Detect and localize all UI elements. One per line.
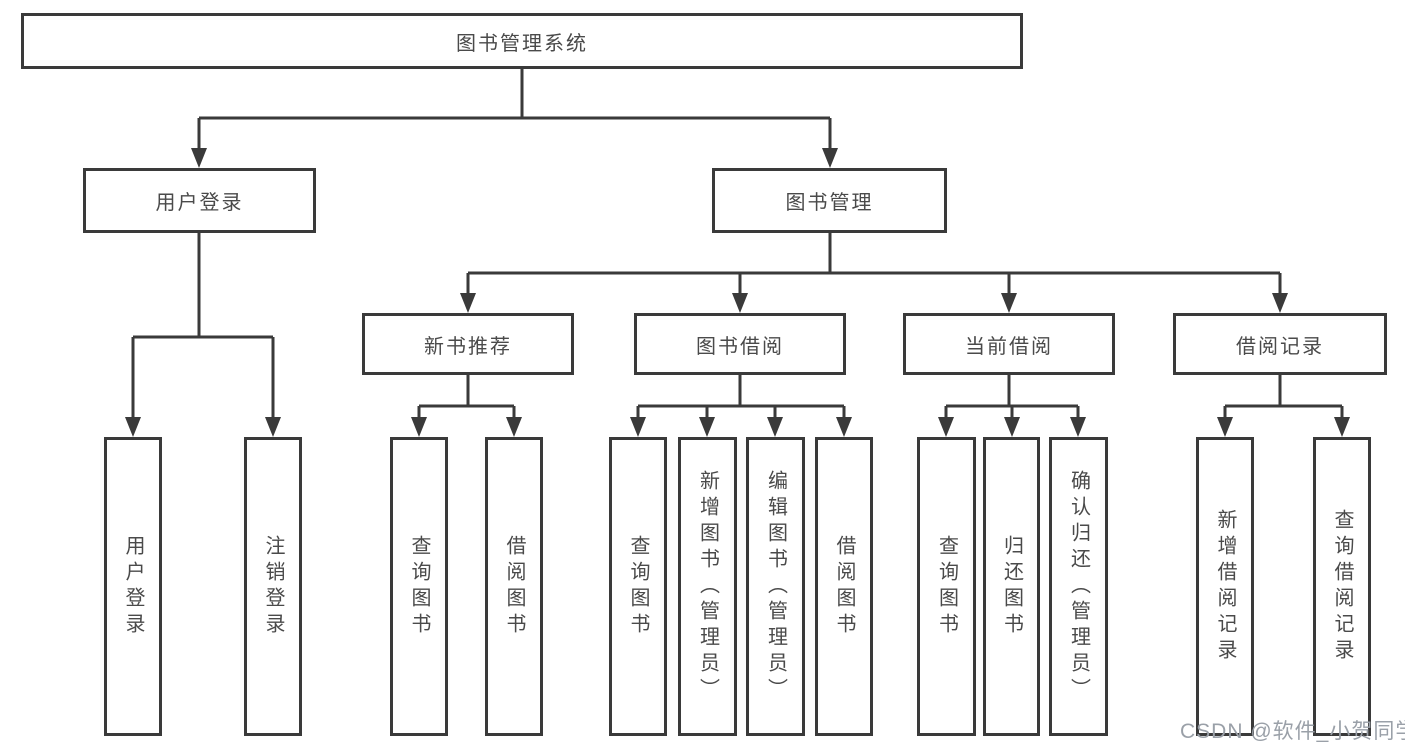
leaf-query-books-recommend: 查询图书 (390, 437, 448, 736)
node-book-management: 图书管理 (712, 168, 947, 233)
leaf-user-login: 用户登录 (104, 437, 162, 736)
leaf-borrow-books: 借阅图书 (815, 437, 873, 736)
leaf-query-books-current: 查询图书 (917, 437, 976, 736)
leaf-borrow-books-recommend: 借阅图书 (485, 437, 543, 736)
leaf-query-borrow-record: 查询借阅记录 (1313, 437, 1371, 736)
node-borrow-records: 借阅记录 (1173, 313, 1387, 375)
leaf-logout: 注销登录 (244, 437, 302, 736)
node-root: 图书管理系统 (21, 13, 1023, 69)
leaf-return-books: 归还图书 (983, 437, 1040, 736)
node-user-login: 用户登录 (83, 168, 316, 233)
leaf-confirm-return-admin: 确认归还（管理员） (1049, 437, 1108, 736)
leaf-edit-book-admin: 编辑图书（管理员） (746, 437, 805, 736)
node-new-book-recommend: 新书推荐 (362, 313, 574, 375)
leaf-add-book-admin: 新增图书（管理员） (678, 437, 737, 736)
node-current-borrow: 当前借阅 (903, 313, 1115, 375)
leaf-query-books-borrow: 查询图书 (609, 437, 667, 736)
node-book-borrow: 图书借阅 (634, 313, 846, 375)
csdn-watermark: CSDN @软件_小贺同学 (1180, 720, 1405, 743)
leaf-add-borrow-record: 新增借阅记录 (1196, 437, 1254, 736)
